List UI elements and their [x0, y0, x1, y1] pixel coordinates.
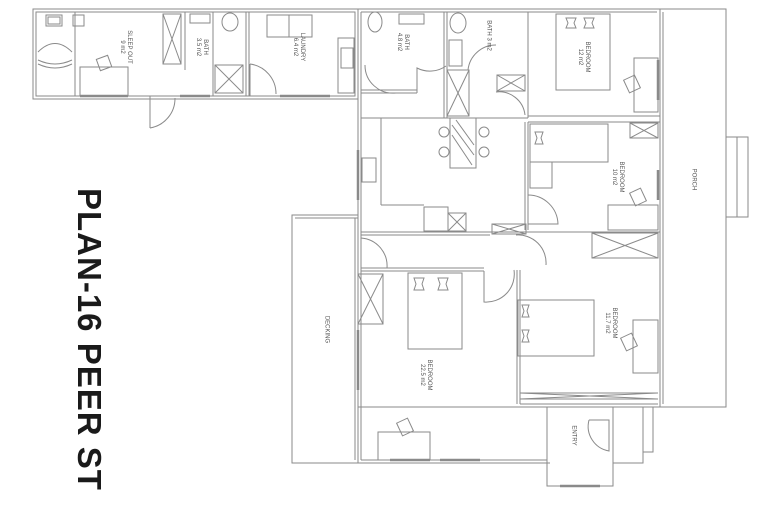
room-area: 4.8 m2	[396, 32, 402, 52]
room-label-laundry: LAUNDRY 6.4 m2	[291, 29, 305, 65]
room-label-bedroom-2: BEDROOM 10 m2	[610, 157, 624, 197]
porch-outline	[659, 8, 749, 408]
room-label-sleep-out: SLEEP OUT 9 m2	[118, 27, 132, 67]
room-name: LAUNDRY	[299, 32, 305, 62]
room-label-bedroom-1: BEDROOM 12 m2	[576, 37, 590, 77]
room-name: ENTRY	[570, 425, 577, 446]
room-name: PORCH	[690, 168, 697, 191]
room-name: BATH	[485, 20, 492, 36]
room-area: 3.5 m2	[195, 37, 201, 57]
room-name: SLEEP OUT	[126, 30, 132, 64]
room-label-bath-1: BATH 3.5 m2	[194, 32, 208, 62]
room-name: BEDROOM	[618, 161, 624, 193]
room-name: BATH	[403, 34, 409, 50]
room-label-bedroom-4: BEDROOM 22.5 m2	[418, 355, 432, 395]
room-name: BEDROOM	[584, 41, 590, 73]
decking-outline	[291, 214, 359, 464]
room-label-bedroom-3: BEDROOM 11.7 m2	[603, 303, 617, 343]
room-label-bath-3: BATH 3 m2	[485, 16, 492, 56]
room-area: 9 m2	[119, 40, 125, 54]
room-label-entry: ENTRY	[570, 418, 577, 454]
main-house-walls	[356, 8, 661, 488]
room-area: 22.5 m2	[419, 364, 425, 386]
room-label-porch: PORCH	[690, 160, 697, 200]
room-area: 10 m2	[611, 168, 617, 186]
room-area: 12 m2	[577, 48, 583, 66]
room-label-bath-2: BATH 4.8 m2	[395, 27, 409, 57]
room-label-decking: DECKING	[323, 310, 330, 350]
room-name: BEDROOM	[426, 359, 432, 391]
room-area: 3 m2	[485, 37, 492, 51]
room-name: BEDROOM	[611, 307, 617, 339]
top-wing-walls	[32, 8, 359, 129]
room-area: 11.7 m2	[604, 312, 610, 334]
room-area: 6.4 m2	[292, 37, 298, 57]
room-name: DECKING	[323, 315, 330, 344]
room-name: BATH	[202, 39, 208, 55]
plan-title: PLAN-16 PEER ST	[71, 188, 108, 491]
